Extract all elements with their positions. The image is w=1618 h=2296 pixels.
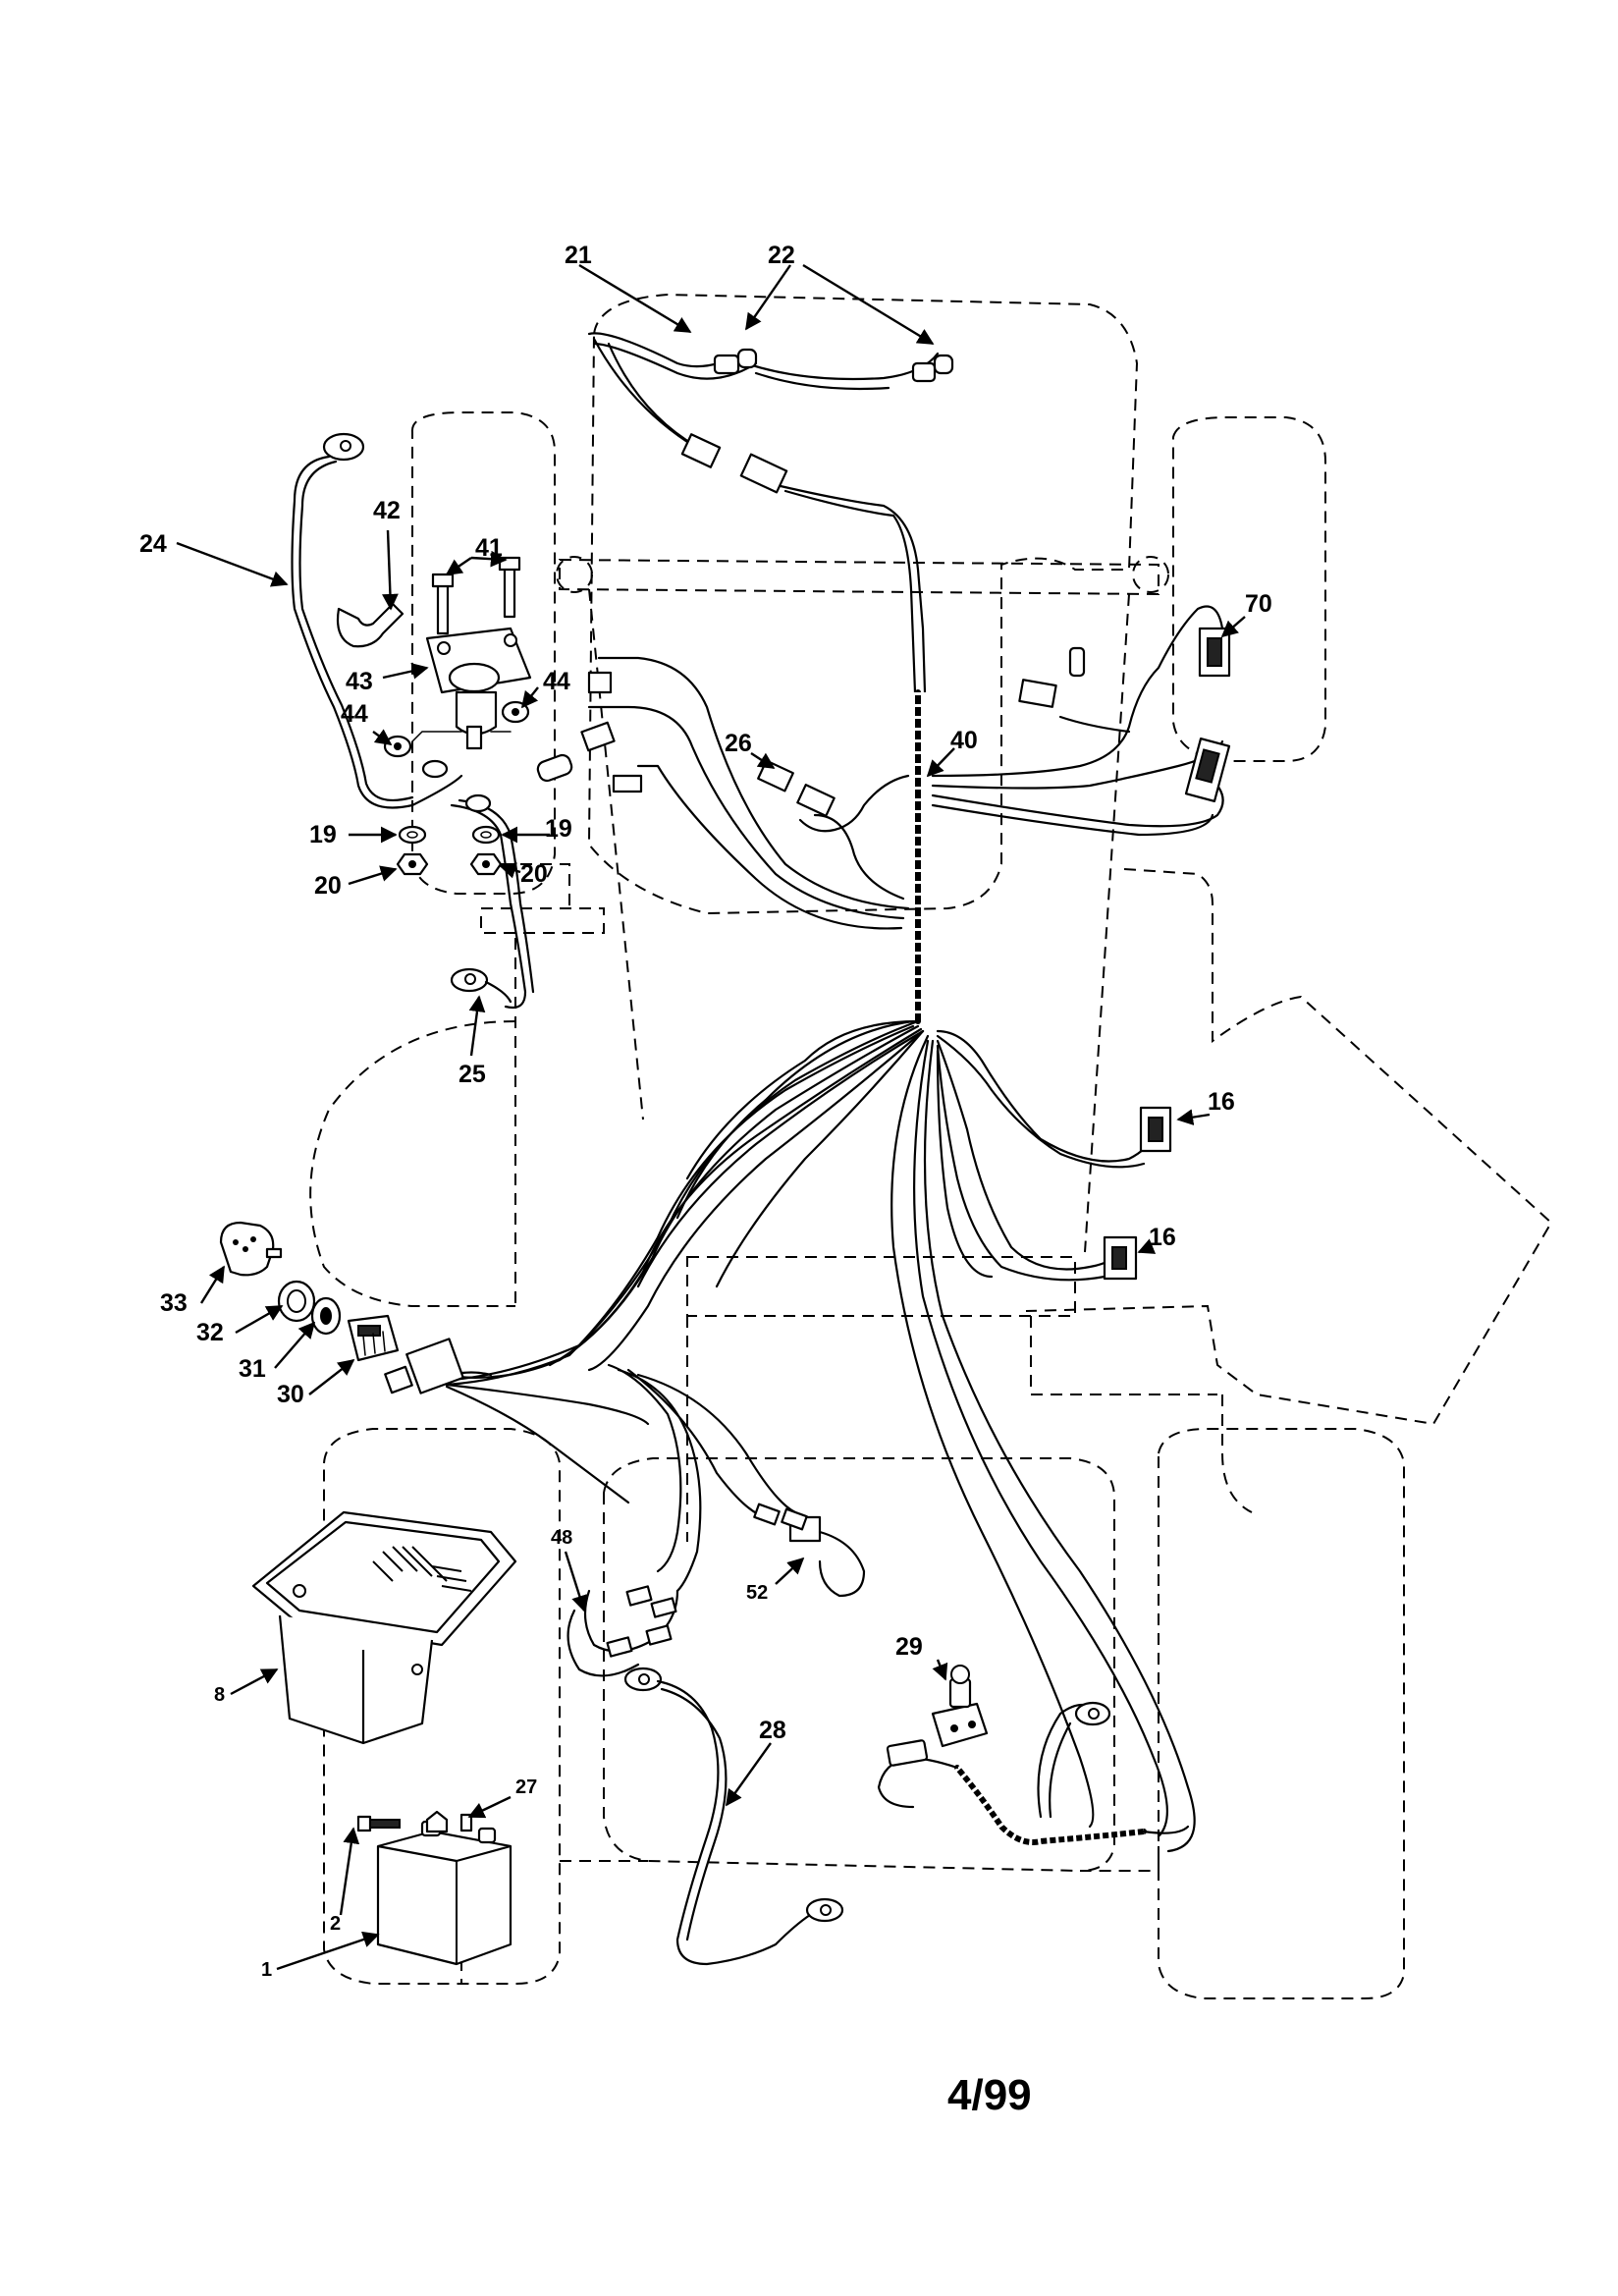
solenoid-43 — [336, 556, 573, 876]
callout-16-lower: 16 — [1149, 1224, 1176, 1251]
callout-8: 8 — [214, 1684, 225, 1706]
cable-24 — [291, 432, 463, 809]
callout-41: 41 — [475, 534, 503, 562]
callout-70: 70 — [1245, 590, 1272, 618]
callout-28: 28 — [759, 1717, 786, 1744]
callout-44-right: 44 — [543, 668, 570, 695]
callout-40: 40 — [950, 727, 978, 754]
callout-20-left: 20 — [314, 872, 342, 900]
callout-48: 48 — [551, 1527, 572, 1549]
callout-22: 22 — [768, 242, 795, 269]
callout-26: 26 — [725, 730, 752, 757]
callout-30: 30 — [277, 1381, 304, 1408]
main-harness — [384, 332, 1231, 1853]
callout-16-upper: 16 — [1208, 1088, 1235, 1116]
leader-lines — [176, 263, 1246, 1971]
callout-44-left: 44 — [341, 700, 368, 728]
cable-28 — [623, 1667, 844, 1966]
callout-42: 42 — [373, 497, 401, 524]
callout-2: 2 — [330, 1913, 341, 1935]
ignition-parts — [219, 1221, 400, 1362]
callout-33: 33 — [160, 1289, 188, 1317]
callout-27: 27 — [515, 1777, 537, 1798]
callout-24: 24 — [139, 530, 167, 558]
battery-1 — [356, 1810, 512, 1966]
callout-52: 52 — [746, 1582, 768, 1604]
chassis-outline — [309, 293, 1553, 1999]
callout-20-right: 20 — [520, 860, 548, 888]
battery-box-8 — [251, 1510, 517, 1745]
callout-31: 31 — [239, 1355, 266, 1383]
callout-29: 29 — [895, 1633, 923, 1661]
callouts: 21 22 24 42 41 43 44 44 19 19 20 20 25 2… — [139, 242, 1272, 1981]
callout-25: 25 — [458, 1061, 486, 1088]
switch-29 — [877, 1665, 1190, 1847]
callout-43: 43 — [346, 668, 373, 695]
callout-1: 1 — [261, 1959, 272, 1981]
callout-19-left: 19 — [309, 821, 337, 848]
harness-bundle — [440, 1019, 1196, 1853]
callout-21: 21 — [565, 242, 592, 269]
callout-32: 32 — [196, 1319, 224, 1346]
callout-19-right: 19 — [545, 815, 572, 843]
page-number: 4/99 — [947, 2071, 1032, 2119]
